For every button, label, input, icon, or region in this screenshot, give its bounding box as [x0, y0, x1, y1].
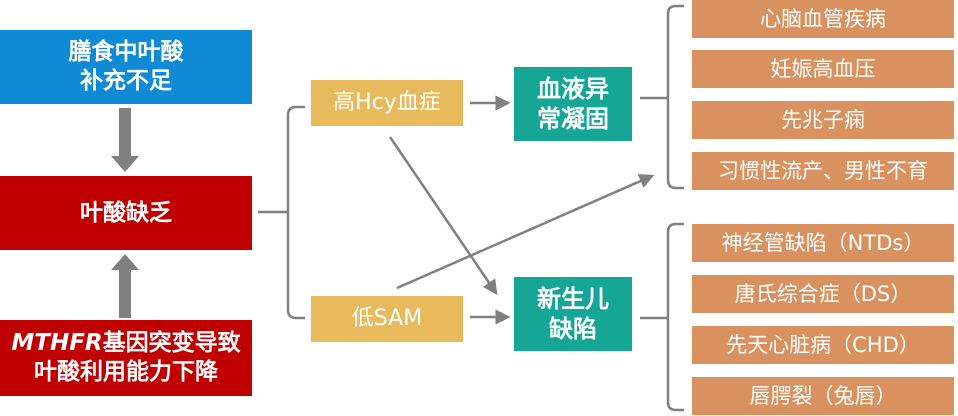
disease-item: 妊娠高血压 [692, 50, 954, 88]
mthfr-text: MTHFR基因突变导致 叶酸利用能力下降 [11, 329, 240, 387]
mthfr-description: 基因突变导致 叶酸利用能力下降 [34, 330, 241, 385]
high-hcy-box: 高Hcy血症 [311, 80, 463, 126]
disease-item: 先兆子痫 [692, 101, 954, 139]
arrow-down-dietary-to-deficiency [111, 108, 139, 172]
birth-defect-item: 唐氏综合症（DS） [692, 275, 954, 313]
bracket-deficiency [258, 105, 305, 320]
arrow-hcy-to-birth [388, 136, 498, 296]
birth-defect-item: 唇腭裂（兔唇） [692, 377, 954, 415]
mthfr-mutation-box: MTHFR基因突变导致 叶酸利用能力下降 [0, 320, 252, 396]
birth-defect-box: 新生儿 缺陷 [514, 277, 632, 351]
mthfr-gene-name: MTHFR [11, 330, 103, 357]
dietary-insufficiency-box: 膳食中叶酸 补充不足 [0, 30, 252, 104]
arrow-sam-to-group1 [396, 174, 655, 290]
bracket-group1 [640, 4, 684, 190]
arrow-up-mthfr-to-deficiency [111, 254, 139, 318]
birth-defect-item: 神经管缺陷（NTDs） [692, 224, 954, 262]
bracket-group2 [640, 222, 684, 412]
low-sam-box: 低SAM [311, 296, 463, 342]
disease-item: 习惯性流产、男性不育 [692, 152, 954, 190]
birth-defect-item: 先天心脏病（CHD） [692, 326, 954, 364]
abnormal-coagulation-box: 血液异 常凝固 [514, 67, 632, 141]
folate-deficiency-box: 叶酸缺乏 [0, 176, 252, 250]
disease-item: 心脑血管疾病 [692, 0, 954, 38]
